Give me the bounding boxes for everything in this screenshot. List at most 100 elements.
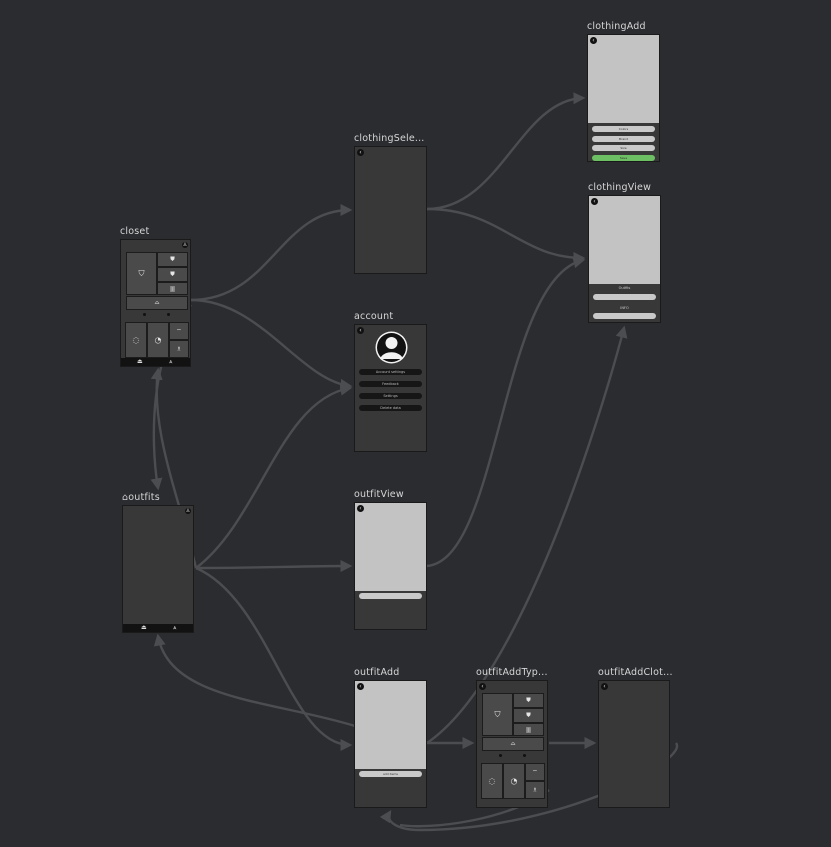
clothing-photo[interactable] <box>588 35 659 123</box>
settings-button[interactable]: Settings <box>359 393 422 399</box>
jacket-icon: ⛉ <box>494 709 501 719</box>
necklace-icon: ◌ <box>132 335 140 345</box>
shoes-icon: ⌓ <box>510 740 516 747</box>
outfits-list[interactable] <box>593 294 656 300</box>
info-label: INFO <box>620 306 629 310</box>
clothing-photo <box>589 196 660 284</box>
arrow-outfits-to-outfitAdd <box>195 566 353 751</box>
arrow-outfits-to-account <box>195 383 353 569</box>
add-items-button[interactable]: add items <box>359 771 422 777</box>
account-settings-button[interactable]: Account settings <box>359 369 422 375</box>
sweater-icon: ⛊ <box>526 711 531 719</box>
arrow-outfits-to-outfitView <box>195 560 353 573</box>
back-icon[interactable]: ‹ <box>590 37 597 44</box>
screen-closet[interactable]: ♙ ⛉ ⛊ ⛊ ▥ ⌓ ◌ ◔ ⌔ ♗ ⏏ ⩓ <box>120 239 191 367</box>
shirt-icon: ⛊ <box>526 696 531 704</box>
jacket-icon: ⛉ <box>138 268 145 278</box>
save-button[interactable]: Save <box>592 155 655 161</box>
screen-outfitAdd[interactable]: ‹ add items <box>354 680 427 808</box>
hanger-icon[interactable]: ⏏ <box>141 624 147 631</box>
screen-clothingSelect[interactable]: ‹ <box>354 146 427 274</box>
info-field[interactable] <box>593 313 656 319</box>
hat-tile[interactable]: ⌔ <box>169 322 189 340</box>
screen-outfitAddClothing[interactable]: ‹ <box>598 680 670 808</box>
outfits-label: Outfits <box>618 286 631 290</box>
shoes-tile[interactable]: ⌓ <box>126 296 188 310</box>
jacket-tile[interactable]: ⛉ <box>482 693 513 736</box>
back-icon[interactable]: ‹ <box>479 683 486 690</box>
feedback-button[interactable]: Feedback <box>359 381 422 387</box>
ring-icon: ◔ <box>154 335 162 345</box>
profile-icon[interactable]: ♙ <box>182 242 188 248</box>
tab-bar: ⏏ ⩓ <box>123 624 193 632</box>
screen-title-clothingView: clothingView <box>588 182 652 193</box>
page-dot <box>523 754 526 757</box>
screen-account[interactable]: ‹ Account settings Feedback Settings Del… <box>354 324 427 452</box>
screen-title-account: account <box>354 311 394 322</box>
back-icon[interactable]: ‹ <box>357 505 364 512</box>
size-field[interactable]: Size <box>592 145 655 151</box>
arrow-closet-to-account <box>190 298 353 391</box>
back-icon[interactable]: ‹ <box>357 149 364 156</box>
shirt-icon: ⛊ <box>170 255 175 263</box>
shoes-icon: ⌓ <box>154 299 160 306</box>
hat-icon: ⌔ <box>176 328 182 335</box>
accessory-tile[interactable]: ♗ <box>525 781 545 799</box>
accessory-icon: ♗ <box>176 345 182 353</box>
accessory-icon: ♗ <box>532 786 538 794</box>
tab-bar: ⏏ ⩓ <box>121 358 190 366</box>
screen-title-outfitView: outfitView <box>354 489 404 500</box>
ring-icon: ◔ <box>510 776 518 786</box>
screen-outfitView[interactable]: ‹ <box>354 502 427 630</box>
accessory-tile[interactable]: ♗ <box>169 340 189 358</box>
ring-tile[interactable]: ◔ <box>147 322 169 358</box>
sweater-tile[interactable]: ⛊ <box>513 708 544 723</box>
page-dot <box>143 313 146 316</box>
screen-title-outfitAdd: outfitAdd <box>354 667 400 678</box>
outfit-action-button[interactable] <box>359 593 422 599</box>
outfit-preview <box>355 503 426 591</box>
brand-field[interactable]: Brand <box>592 136 655 142</box>
screen-clothingView[interactable]: ‹ Outfits INFO <box>588 195 661 323</box>
page-dot <box>499 754 502 757</box>
home-icon: ⌂ <box>122 492 129 503</box>
screen-clothingAdd[interactable]: ‹ Colors Brand Size Save <box>587 34 660 162</box>
colors-field[interactable]: Colors <box>592 126 655 132</box>
back-icon[interactable]: ‹ <box>591 198 598 205</box>
back-icon[interactable]: ‹ <box>357 327 364 334</box>
outfit-preview <box>355 681 426 769</box>
hat-icon: ⌔ <box>532 769 538 776</box>
outfits-tab-icon[interactable]: ⩓ <box>169 358 173 365</box>
profile-icon[interactable]: ♙ <box>185 508 191 514</box>
page-dot <box>167 313 170 316</box>
necklace-tile[interactable]: ◌ <box>481 763 503 799</box>
back-icon[interactable]: ‹ <box>601 683 608 690</box>
delete-data-button[interactable]: Delete data <box>359 405 422 411</box>
shoes-tile[interactable]: ⌓ <box>482 737 544 751</box>
necklace-tile[interactable]: ◌ <box>125 322 147 358</box>
arrow-clothingSelect-to-clothingView <box>426 207 586 264</box>
avatar-icon <box>375 331 408 364</box>
back-icon[interactable]: ‹ <box>357 683 364 690</box>
screen-title-closet: closet <box>120 226 150 237</box>
ring-tile[interactable]: ◔ <box>503 763 525 799</box>
screen-title-clothingSelect: clothingSele... <box>354 133 425 144</box>
pants-icon: ▥ <box>169 285 176 292</box>
arrow-outfitView-to-clothingView <box>426 256 586 568</box>
screen-outfits[interactable]: ♙ ⏏ ⩓ <box>122 505 194 633</box>
hat-tile[interactable]: ⌔ <box>525 763 545 781</box>
pants-tile[interactable]: ▥ <box>157 282 188 295</box>
jacket-tile[interactable]: ⛉ <box>126 252 157 295</box>
outfits-tab-icon[interactable]: ⩓ <box>173 624 177 631</box>
hanger-icon[interactable]: ⏏ <box>137 358 143 365</box>
shirt-tile[interactable]: ⛊ <box>157 252 188 267</box>
screen-title-outfitAddClothing: outfitAddClot... <box>598 667 673 678</box>
sweater-tile[interactable]: ⛊ <box>157 267 188 282</box>
shirt-tile[interactable]: ⛊ <box>513 693 544 708</box>
arrow-clothingSelect-to-clothingAdd <box>426 92 586 211</box>
sweater-icon: ⛊ <box>170 270 175 278</box>
pants-tile[interactable]: ▥ <box>513 723 544 736</box>
screen-title-outfitAddType: outfitAddTyp... <box>476 667 548 678</box>
screen-outfitAddType[interactable]: ‹ ⛉ ⛊ ⛊ ▥ ⌓ ◌ ◔ ⌔ ♗ <box>476 680 548 808</box>
